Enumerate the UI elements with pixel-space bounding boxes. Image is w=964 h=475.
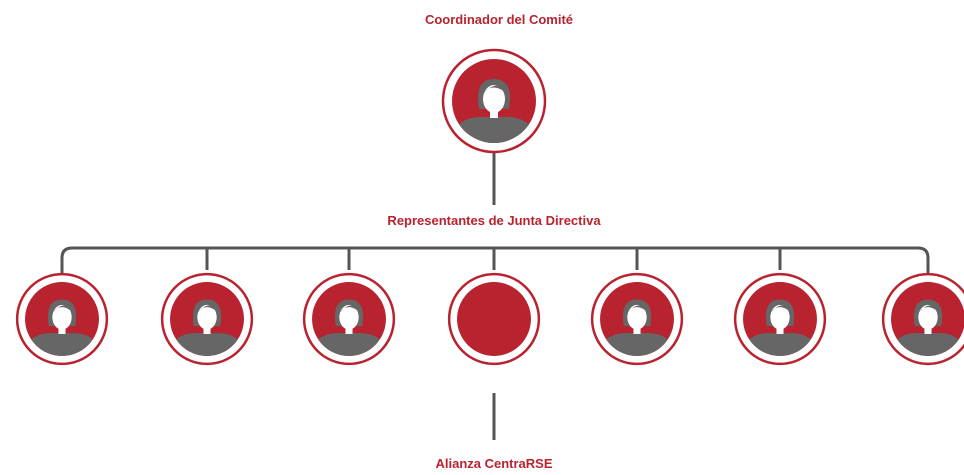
coordinator-title: Coordinador del Comité <box>424 12 574 27</box>
female-avatar-icon <box>441 48 547 154</box>
female-avatar-icon <box>733 272 827 366</box>
female-avatar-icon-face <box>483 85 505 113</box>
female-avatar-icon-face <box>197 304 217 330</box>
female-avatar-icon <box>590 272 684 366</box>
female-avatar-icon-shoulders <box>312 333 386 356</box>
female-avatar-icon-fringe <box>51 305 73 314</box>
female-avatar-icon-fringe <box>917 305 939 314</box>
female-avatar-icon-fringe <box>626 305 648 314</box>
female-avatar-icon-face <box>627 304 647 330</box>
female-avatar-icon-neck <box>490 111 498 118</box>
female-avatar-icon-fringe <box>338 305 360 314</box>
board-title: Representantes de Junta Directiva <box>387 213 601 228</box>
female-avatar-icon <box>15 272 109 366</box>
female-avatar-icon-fringe <box>482 85 506 95</box>
female-avatar-icon-face <box>770 304 790 330</box>
female-avatar-icon-fringe <box>196 305 218 314</box>
female-avatar-icon-neck <box>345 327 353 334</box>
alliance-title: Alianza CentraRSE <box>435 456 553 471</box>
female-avatar-icon-neck <box>776 327 784 334</box>
female-avatar-icon-shoulders <box>743 333 817 356</box>
female-avatar-icon-face <box>52 304 72 330</box>
female-avatar-icon <box>302 272 396 366</box>
female-avatar-icon-neck <box>924 327 932 334</box>
female-avatar-icon-fringe <box>769 305 791 314</box>
female-avatar-icon <box>160 272 254 366</box>
connectors <box>60 152 930 440</box>
female-avatar-icon <box>881 272 964 366</box>
female-avatar-icon-neck <box>203 327 211 334</box>
female-avatar-icon-neck <box>58 327 66 334</box>
female-avatar-icon-shoulders <box>170 333 244 356</box>
female-avatar-icon-face <box>339 304 359 330</box>
female-avatar-icon-shoulders <box>25 333 99 356</box>
female-avatar-icon-face <box>918 304 938 330</box>
female-avatar-icon-shoulders <box>891 333 964 356</box>
female-avatar-icon-disc <box>457 282 531 356</box>
avatars <box>15 48 964 366</box>
female-avatar-icon-shoulders <box>452 117 536 143</box>
female-avatar-icon-shoulders <box>600 333 674 356</box>
female-avatar-icon <box>447 272 541 366</box>
female-avatar-icon-neck <box>633 327 641 334</box>
